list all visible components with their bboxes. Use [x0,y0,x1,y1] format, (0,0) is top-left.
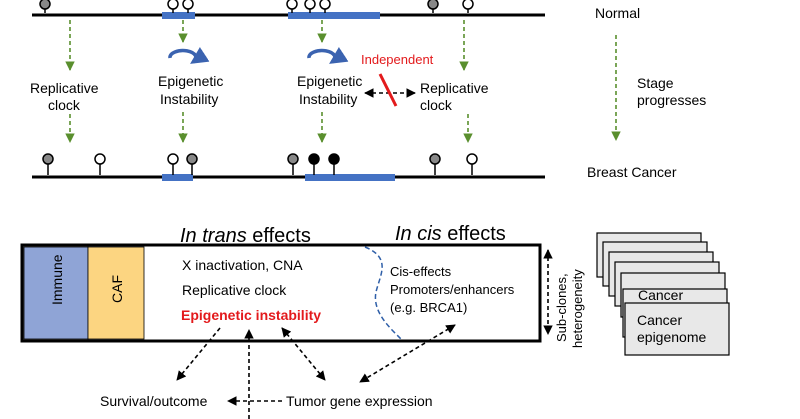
epigenetic-instability-label-2: Epigenetic [297,73,362,89]
independent-label: Independent [361,52,434,67]
cancer-dna-strand [32,153,545,181]
brca1-example-label: (e.g. BRCA1) [390,300,467,315]
breast-cancer-label: Breast Cancer [587,164,677,180]
replicative-clock-label-left: Replicative [30,80,99,96]
independent-strike [378,73,398,107]
replicative-clock-item: Replicative clock [182,282,287,298]
cis-effects-label: Cis-effects [390,264,452,279]
instability-cycle-icon [168,47,210,64]
in-cis-effects-header: In cis effects [395,223,506,245]
tumor-gene-expression-label: Tumor gene expression [286,393,433,409]
in-trans-effects-header: In trans effects [180,225,311,247]
effect-arrows [176,324,456,419]
stage-arrows-upper [65,20,621,141]
epigenetic-instability-label-1: Epigenetic [158,73,223,89]
replicative-clock-label-right: Replicative [420,80,489,96]
normal-label: Normal [595,5,640,21]
cancer-card-label: Cancer [638,287,683,303]
stage-progresses-label: Stage [637,75,674,91]
caf-compartment [87,246,145,340]
trans-cis-divider [364,246,403,341]
cancer-epigenome-label-2: epigenome [637,329,706,345]
in-trans-italic: In trans [180,225,247,247]
cancer-epigenome-label: Cancer [637,312,682,328]
replicative-clock-label-right-2: clock [420,97,453,113]
stage-progresses-label-2: progresses [637,92,706,108]
immune-label: Immune [49,254,65,305]
epigenetic-instability-label-1b: Instability [160,91,218,107]
subclones-label: Sub-clones, [554,273,569,342]
immune-compartment [23,246,89,340]
in-cis-rest: effects [442,223,506,245]
in-trans-rest: effects [247,225,311,247]
in-cis-italic: In cis [395,223,442,245]
cancer-epigenome-stack [596,232,730,356]
replicative-clock-label-left-2: clock [48,97,81,113]
heterogeneity-label: heterogeneity [570,269,585,348]
epigenetic-instability-label-2b: Instability [299,91,357,107]
stage-arrows-lower [65,112,473,143]
x-inactivation-label: X inactivation, CNA [182,257,303,273]
promoters-enhancers-label: Promoters/enhancers [390,282,515,297]
normal-dna-strand [32,0,545,19]
epigenetic-instability-item: Epigenetic instability [181,307,321,323]
survival-outcome-label: Survival/outcome [100,393,208,409]
caf-label: CAF [109,275,125,303]
instability-cycle-icon [307,47,349,64]
